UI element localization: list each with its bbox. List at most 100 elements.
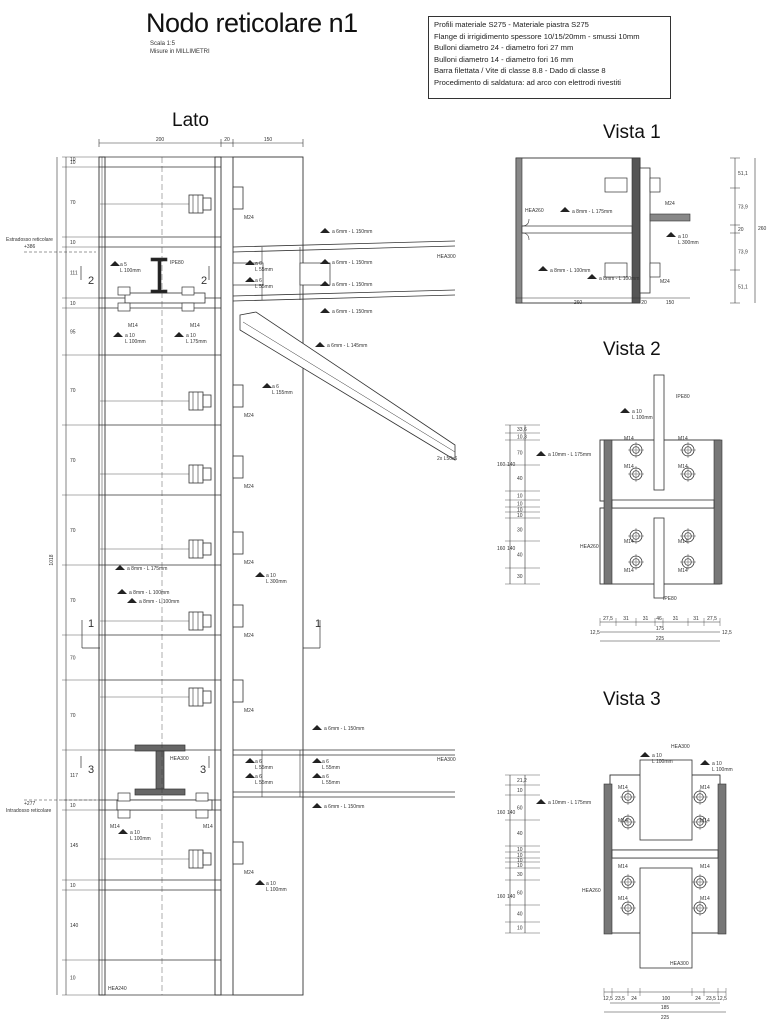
spec-line: Bulloni diametro 24 - diametro fori 27 m…	[434, 43, 574, 52]
units-label: Misure in MILLIMETRI	[150, 49, 210, 55]
bolt-head	[188, 539, 204, 559]
weld-label: a 6	[255, 774, 262, 780]
weld-label: L 100mm	[120, 268, 141, 274]
v1-dim-bottom: 20	[641, 300, 647, 306]
weld-symbol	[115, 565, 125, 570]
hea-label: HEA300	[170, 756, 189, 762]
weld-label: a 6	[255, 759, 262, 765]
weld-symbol	[587, 274, 597, 279]
v3-col-label: HEA260	[582, 888, 601, 894]
bolt-label: M24	[244, 870, 254, 876]
scale-note: Scala 1:5 Misure in MILLIMETRI	[150, 40, 210, 56]
upper-chord-line	[232, 245, 456, 253]
section-mark-1: 1	[315, 618, 321, 630]
v3-dim-total: 160	[497, 894, 506, 900]
dim-text: 117	[70, 773, 78, 779]
v2-dim-total: 160	[497, 546, 506, 552]
weld-label: a 10	[266, 573, 276, 579]
v3-weld-label: L 100mm	[652, 759, 673, 765]
weld-symbol	[536, 451, 546, 456]
dim-text: 70	[70, 458, 76, 464]
weld-symbol	[118, 829, 128, 834]
spec-line: Procedimento di saldatura: ad arco con e…	[434, 77, 621, 87]
v3-dim-text: 30	[517, 872, 523, 878]
dim-text: 10	[70, 301, 76, 307]
dim-text: 10	[70, 883, 76, 889]
v1-dim-bottom: 260	[574, 300, 583, 306]
v3-dim-text: 40	[517, 831, 523, 837]
v2-dim-bottom: 31	[623, 616, 629, 622]
v3-dim-text: 21,2	[517, 778, 527, 784]
bolt-small	[181, 286, 195, 296]
upper-chord-line	[232, 294, 456, 302]
v3-flange-l	[603, 783, 613, 935]
dim-text: 70	[70, 528, 76, 534]
v1-bolt	[604, 262, 628, 278]
ipe-flange-top	[150, 257, 168, 262]
dim-text: 1018	[49, 554, 55, 565]
dim-text: 95	[70, 330, 76, 336]
bolt-head	[188, 687, 204, 707]
weld-symbol	[620, 408, 630, 413]
bolt-head	[188, 464, 204, 484]
weld-label: a 10	[130, 830, 140, 836]
v2-bolt-label: M14	[624, 436, 634, 442]
dim-text: 70	[70, 200, 76, 206]
weld-label: a 6mm - L 150mm	[324, 804, 364, 810]
drawing-title: Nodo reticolare n1	[146, 8, 358, 38]
bolt-head	[188, 391, 204, 411]
weld-symbol	[127, 598, 137, 603]
bolt-small	[117, 809, 131, 819]
v3-bolt-label: M14	[700, 896, 710, 902]
v2-dim-mid: 175	[656, 626, 665, 632]
weld-label: a 8mm - L 175mm	[127, 566, 167, 572]
hea-flange-top	[134, 744, 186, 752]
vista1-title: Vista 1	[603, 122, 661, 143]
v2-dim-total: 140	[507, 546, 516, 552]
weld-symbol	[245, 773, 255, 778]
dim-text: 10	[70, 160, 76, 166]
bolt-small	[117, 286, 131, 296]
v3-dim-total: 140	[507, 894, 516, 900]
weld-label: a 6mm - L 150mm	[332, 309, 372, 315]
weld-symbol	[538, 266, 548, 271]
nut-right	[232, 679, 244, 703]
bolt-small	[117, 792, 131, 802]
v3-dim-total-b: 225	[661, 1015, 670, 1021]
bolt-label: M14	[128, 323, 138, 329]
v2-dim-bottom: 46	[656, 616, 662, 622]
weld-symbol	[312, 773, 322, 778]
v3-dim-text: 10	[517, 863, 523, 869]
v1-web	[521, 225, 633, 234]
diag-label: 2x L50x6	[437, 456, 458, 462]
v3-dim-text: 60	[517, 806, 523, 812]
bolt-label: M24	[244, 215, 254, 221]
weld-label: L 100mm	[125, 339, 146, 345]
v3-dim-bottom: 23,5	[706, 996, 716, 1002]
dim-text: 10	[70, 976, 76, 982]
bolt-label: M24	[244, 708, 254, 714]
v2-weld-label: L 100mm	[632, 415, 653, 421]
weld-symbol	[245, 277, 255, 282]
weld-label: a 6mm - L 145mm	[327, 343, 367, 349]
bolt-nut	[202, 394, 212, 408]
v2-bolt-label: M14	[678, 436, 688, 442]
hea-label: HEA300	[437, 757, 456, 763]
bolt-nut	[202, 542, 212, 556]
v2-dim-total: 140	[507, 462, 516, 468]
v1-col-label: HEA260	[525, 208, 544, 214]
lower-base-plate	[116, 799, 213, 811]
weld-label: a 6mm - L 150mm	[324, 726, 364, 732]
ipe-flange-bot	[150, 289, 168, 294]
lato-title: Lato	[172, 110, 209, 131]
bolt-m24	[188, 687, 212, 707]
v3-bolt-label: M14	[618, 896, 628, 902]
v1-dim-text: 51,1	[738, 171, 748, 177]
weld-label: a 6mm - L 150mm	[332, 260, 372, 266]
bolt-head	[188, 849, 204, 869]
v2-dim-text: 10,3	[517, 435, 527, 441]
bolt-m24	[188, 849, 212, 869]
scale-label: Scala 1:5	[150, 41, 176, 47]
bolt-small	[181, 302, 195, 312]
